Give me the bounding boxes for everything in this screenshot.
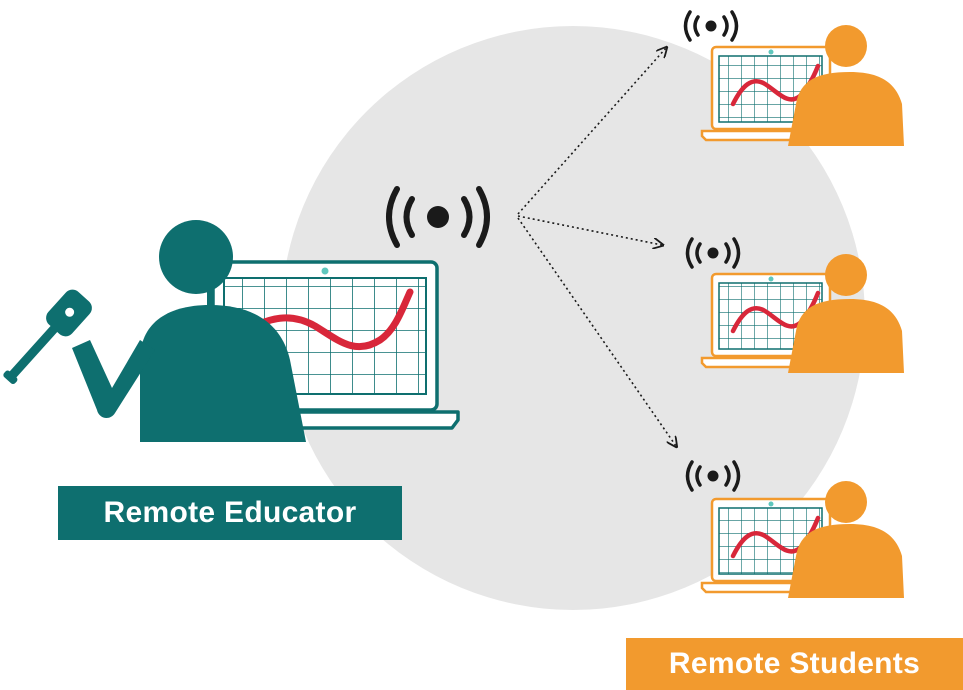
broadcast-icon <box>386 186 490 248</box>
educator-label: Remote Educator <box>58 486 402 540</box>
microphone-icon <box>3 289 92 385</box>
student-2-group <box>685 237 904 373</box>
educator-chart-line <box>241 288 414 351</box>
student-3-person-icon <box>788 481 904 598</box>
students-label: Remote Students <box>626 638 963 690</box>
broadcast-arrows <box>517 48 676 446</box>
educator-person-icon <box>72 220 306 442</box>
student-1-group <box>683 10 904 146</box>
student-3-broadcast-icon <box>685 460 741 492</box>
arrow-to-student-1 <box>517 48 666 215</box>
student-3-group <box>685 460 904 598</box>
network-circle <box>281 26 865 610</box>
student-1-person-icon <box>788 25 904 146</box>
student-2-broadcast-icon <box>685 237 741 269</box>
student-2-person-icon <box>788 254 904 373</box>
arrow-to-student-3 <box>517 217 676 446</box>
educator-group <box>3 220 460 442</box>
student-1-broadcast-icon <box>683 10 739 42</box>
